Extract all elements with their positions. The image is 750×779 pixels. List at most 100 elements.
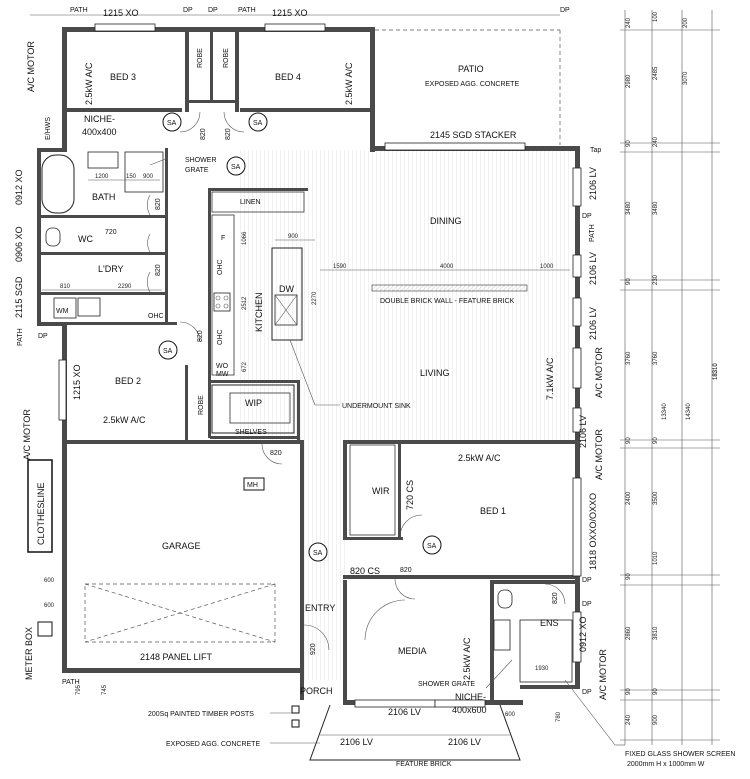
right-dim-value: 90 — [626, 437, 632, 444]
meter-box — [37, 621, 53, 637]
ohc-label-3: OHC — [148, 313, 164, 320]
dim-810: 810 — [60, 284, 71, 290]
right-dim-value: 2980 — [626, 74, 632, 88]
f-label: F — [221, 235, 225, 242]
ac-motor-left-2: A/C MOTOR — [22, 409, 32, 460]
robe-label-3: ROBE — [198, 395, 205, 415]
dim-1930: 1930 — [535, 666, 549, 672]
right-dimension-lines — [620, 10, 720, 745]
internal-walls — [37, 30, 578, 579]
door-820-6: 820 — [270, 450, 282, 457]
room-label-garage: GARAGE — [162, 541, 201, 551]
sa-label: SA — [313, 550, 323, 557]
xo0912-left: 0912 XO — [14, 169, 24, 205]
dim-2512: 2512 — [242, 296, 248, 310]
garage-panel-lift — [84, 583, 276, 643]
laundry-trough — [77, 297, 101, 317]
dim-150: 150 — [126, 174, 137, 180]
sa-label: SA — [163, 348, 173, 355]
shower-grate-label-1: SHOWER — [185, 157, 217, 164]
dim-900-b: 900 — [288, 234, 299, 240]
dp-right-4: DP — [582, 689, 592, 696]
right-dim-value: 90 — [626, 688, 632, 695]
right-dim-value: 900 — [653, 714, 659, 725]
lv-right-4: 2106 LV — [578, 415, 588, 448]
right-dim-value: 3760 — [626, 351, 632, 365]
oxxo-right: 1818 OXXO/OXXO — [588, 493, 598, 570]
dim-2290: 2290 — [118, 284, 132, 290]
lv-label-bottom-3: 2106 LV — [448, 737, 481, 747]
right-dim-value: 3760 — [653, 351, 659, 365]
mh-box — [243, 477, 265, 491]
path-bottom-left: PATH — [62, 679, 80, 686]
dp-label-top-3: DP — [560, 7, 570, 14]
right-dim-value: 90 — [653, 688, 659, 695]
wir-shelf — [349, 444, 396, 536]
room-label-bed3: BED 3 — [110, 72, 136, 82]
right-windows — [572, 167, 582, 663]
room-label-bed2: BED 2 — [115, 376, 141, 386]
right-dim-value: 2485 — [653, 66, 659, 80]
wc-pan — [45, 227, 61, 247]
ac-label-bed2: 2.5kW A/C — [103, 415, 146, 425]
kitchen-bench — [211, 214, 235, 376]
room-label-living: LIVING — [420, 368, 450, 378]
robe-label-2: ROBE — [223, 48, 230, 68]
right-dim-value: 18310 — [713, 363, 719, 380]
path-right-1: PATH — [589, 224, 596, 242]
path-label-top-1: PATH — [70, 7, 88, 14]
xo1215-left: 1215 XO — [72, 364, 82, 400]
right-dim-value: 3810 — [653, 626, 659, 640]
dp-right-3: DP — [582, 601, 592, 608]
glass-screen-size-label: 2000mm H x 1000mm W — [627, 761, 705, 768]
shower — [124, 151, 164, 193]
lv-right-3: 2106 LV — [588, 307, 598, 340]
right-dim-value: 3500 — [653, 491, 659, 505]
ohc-label-2: OHC — [217, 329, 224, 345]
room-label-entry: ENTRY — [305, 603, 335, 613]
room-label-media: MEDIA — [398, 646, 427, 656]
ehws-label: E/HWS — [45, 117, 52, 140]
lv-label-bottom-1: 2106 LV — [388, 707, 421, 717]
door-720: 720 — [105, 229, 117, 236]
timber-posts-label: 200Sq PAINTED TIMBER POSTS — [148, 711, 254, 718]
patio-sub-label: EXPOSED AGG. CONCRETE — [425, 81, 519, 88]
lv-right-2: 2106 LV — [588, 252, 598, 285]
vanity — [87, 151, 119, 169]
door-820-5: 820 — [197, 330, 204, 342]
ohc-label-1: OHC — [217, 259, 224, 275]
right-dim-value: 3070 — [683, 71, 689, 85]
door-swings — [147, 111, 566, 651]
right-dim-value: 230 — [653, 274, 659, 285]
double-brick-label: DOUBLE BRICK WALL - FEATURE BRICK — [380, 298, 515, 305]
tap-label: Tap — [590, 147, 601, 154]
dim-2270: 2270 — [312, 291, 318, 305]
dim-600-3: 600 — [505, 712, 516, 718]
porch-post — [291, 705, 300, 714]
dim-900: 900 — [143, 174, 154, 180]
right-dim-value: 100 — [653, 11, 659, 22]
smoke-alarms — [158, 112, 442, 562]
sa-label: SA — [427, 543, 437, 550]
door-820-8: 820 — [552, 592, 559, 604]
panel-lift-label: 2148 PANEL LIFT — [140, 652, 213, 662]
shower-grate-label-2: GRATE — [185, 167, 209, 174]
ac-label-bed1: 2.5kW A/C — [458, 453, 501, 463]
room-label-bed4: BED 4 — [275, 72, 301, 82]
right-dim-value: 1010 — [653, 551, 659, 565]
lv-label-bottom-2: 2106 LV — [340, 737, 373, 747]
wip-room — [211, 384, 295, 434]
dim-780: 780 — [556, 711, 562, 722]
room-label-kitchen: KITCHEN — [254, 292, 264, 332]
niche-label-1: NICHE- — [84, 114, 115, 124]
room-label-ens: ENS — [540, 618, 559, 628]
room-label-dining: DINING — [430, 216, 462, 226]
niche-label-2: 400x400 — [82, 127, 117, 137]
door-820-7: 820 — [400, 567, 412, 574]
bathtub — [41, 154, 75, 214]
exposed-agg-label: EXPOSED AGG. CONCRETE — [166, 741, 260, 748]
mw-label: MW — [216, 371, 229, 378]
wm-label: WM — [56, 308, 69, 315]
door-820-3: 820 — [155, 198, 162, 210]
